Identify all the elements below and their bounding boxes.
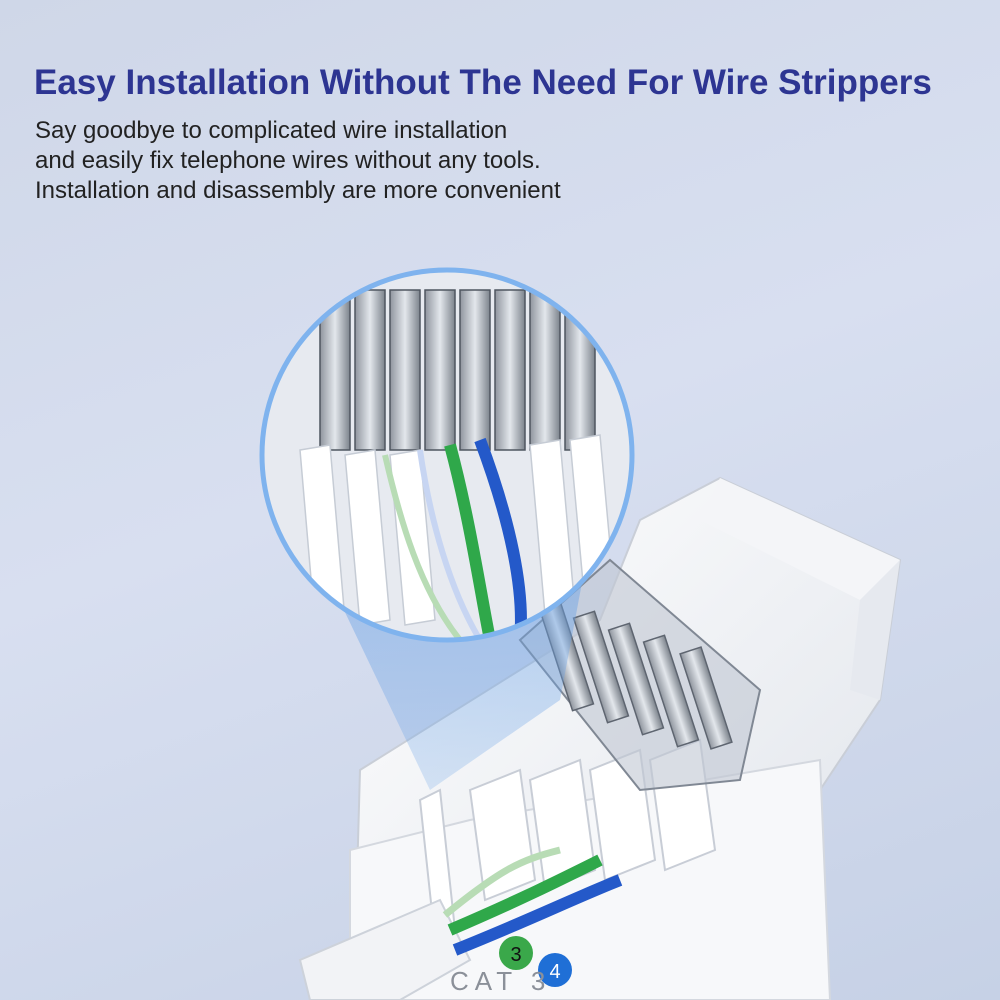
description: Say goodbye to complicated wire installa…	[35, 116, 735, 206]
housing-print: CAT 3	[450, 966, 551, 996]
badge-4-label: 4	[549, 961, 560, 983]
badge-3-label: 3	[510, 944, 521, 966]
description-line-1: Say goodbye to complicated wire installa…	[35, 117, 508, 144]
badge-4	[538, 953, 572, 987]
telephone-cable	[298, 846, 623, 1000]
pin-badges: 3 4	[499, 936, 572, 987]
description-line-3: Installation and disassembly are more co…	[35, 177, 561, 204]
headline: Easy Installation Without The Need For W…	[34, 63, 932, 102]
zoom-circle	[259, 267, 635, 643]
badge-3	[499, 936, 533, 970]
description-line-2: and easily fix telephone wires without a…	[35, 147, 541, 174]
